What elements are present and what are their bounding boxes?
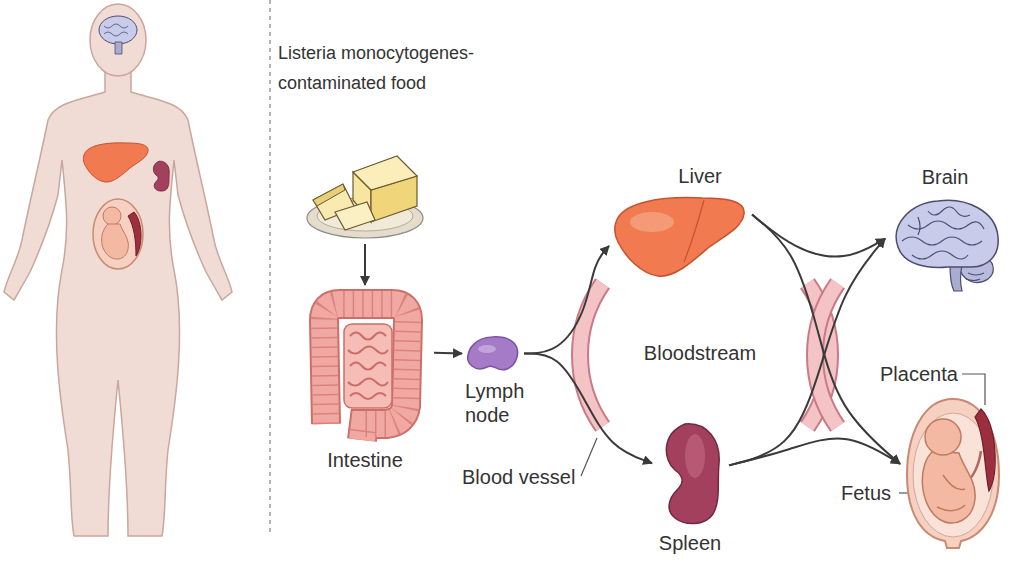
label-slot: Intestine xyxy=(300,448,430,472)
flow-arrow xyxy=(434,352,462,355)
food-illustration xyxy=(305,150,425,240)
small-intestine xyxy=(344,324,392,408)
body-figure xyxy=(4,4,232,536)
liver-highlight xyxy=(630,212,674,232)
organ-label: Liver xyxy=(652,164,748,188)
leader-line xyxy=(581,438,597,476)
flow-arrow xyxy=(752,215,885,257)
vessel-right-b xyxy=(815,283,838,426)
lymph-illustration xyxy=(465,335,520,372)
label-slot: Spleen xyxy=(645,531,735,555)
flow-arrow xyxy=(524,354,652,464)
cerebrum xyxy=(896,200,998,267)
mini-brainstem xyxy=(115,42,122,54)
mini-placenta xyxy=(128,212,141,256)
vessel-left xyxy=(580,283,603,426)
lymph-node-highlight xyxy=(478,345,496,353)
mini-spleen xyxy=(153,161,169,191)
mini-brain xyxy=(99,16,137,44)
cheese-wedge xyxy=(335,202,375,230)
label-slot: Liver xyxy=(652,164,748,188)
fetus-illustration xyxy=(903,395,1002,548)
blood-vessels xyxy=(580,283,838,426)
brainstem xyxy=(950,265,962,291)
cheese-rind xyxy=(313,184,345,206)
liver-shape xyxy=(615,198,744,277)
colon-outline xyxy=(324,304,408,440)
flow-arrow xyxy=(364,244,366,285)
flow-arrow xyxy=(729,439,900,466)
mini-liver xyxy=(83,143,148,182)
fetus-body xyxy=(922,451,975,523)
spleen-illustration xyxy=(655,420,725,528)
part-label: Blood vessel xyxy=(462,465,580,489)
mini-fetus-body xyxy=(102,224,129,259)
liver-illustration xyxy=(612,192,748,282)
cheese-wheel xyxy=(353,156,417,190)
label-slot: Blood vessel xyxy=(462,465,580,489)
label-slot: Brain xyxy=(888,165,1002,189)
label-slot: Lymph node xyxy=(465,379,537,427)
mini-fetus-head xyxy=(103,207,121,225)
head xyxy=(90,4,146,76)
intestine-illustration xyxy=(300,288,430,442)
colon-folds xyxy=(324,304,408,440)
flow-arrow xyxy=(524,246,609,354)
liver-lobe-line xyxy=(684,200,704,262)
organ-label: Intestine xyxy=(300,448,430,472)
region-label: Bloodstream xyxy=(640,341,760,365)
organ-node: Brain xyxy=(888,195,1002,292)
divider-dashed xyxy=(269,0,271,532)
organ-label: Placenta xyxy=(880,362,970,386)
fetus-limbs xyxy=(937,475,965,511)
organ-label: Brain xyxy=(888,165,1002,189)
lymph-node-shape xyxy=(468,337,518,370)
organ-label: Spleen xyxy=(645,531,735,555)
label-slot: Listeria monocytogenes-contaminated food xyxy=(278,38,488,98)
spleen-shape xyxy=(666,424,719,524)
label-slot: Bloodstream xyxy=(640,341,760,365)
label-slot: Fetus xyxy=(841,481,899,505)
organ-label: Lymph node xyxy=(465,379,537,427)
flow-arrow xyxy=(752,215,900,464)
placenta-shape xyxy=(975,409,995,491)
organ-node: Spleen xyxy=(655,420,725,528)
organ-node: PlacentaFetus xyxy=(903,395,1002,548)
organ-node: Intestine xyxy=(300,288,430,442)
organ-node: Lymph node xyxy=(465,335,520,372)
brain-illustration xyxy=(888,195,1002,292)
organ-node: Liver xyxy=(612,192,748,282)
mini-uterus xyxy=(93,199,143,269)
mini-brain-folds xyxy=(104,24,128,36)
colon xyxy=(324,304,408,440)
body-silhouette xyxy=(4,72,232,536)
fetus-head xyxy=(925,419,961,455)
small-intestine-loops xyxy=(348,333,388,400)
organ-label: Fetus xyxy=(841,481,899,505)
uterus xyxy=(907,399,999,548)
vessel-right-b-outline xyxy=(815,283,838,426)
brain-folds xyxy=(902,207,984,281)
label-slot: Placenta xyxy=(880,362,970,386)
organ-node: Listeria monocytogenes-contaminated food xyxy=(305,150,425,240)
spleen-highlight xyxy=(685,434,705,478)
vessel-left-outline xyxy=(580,283,603,426)
organ-label: Listeria monocytogenes-contaminated food xyxy=(278,38,488,98)
